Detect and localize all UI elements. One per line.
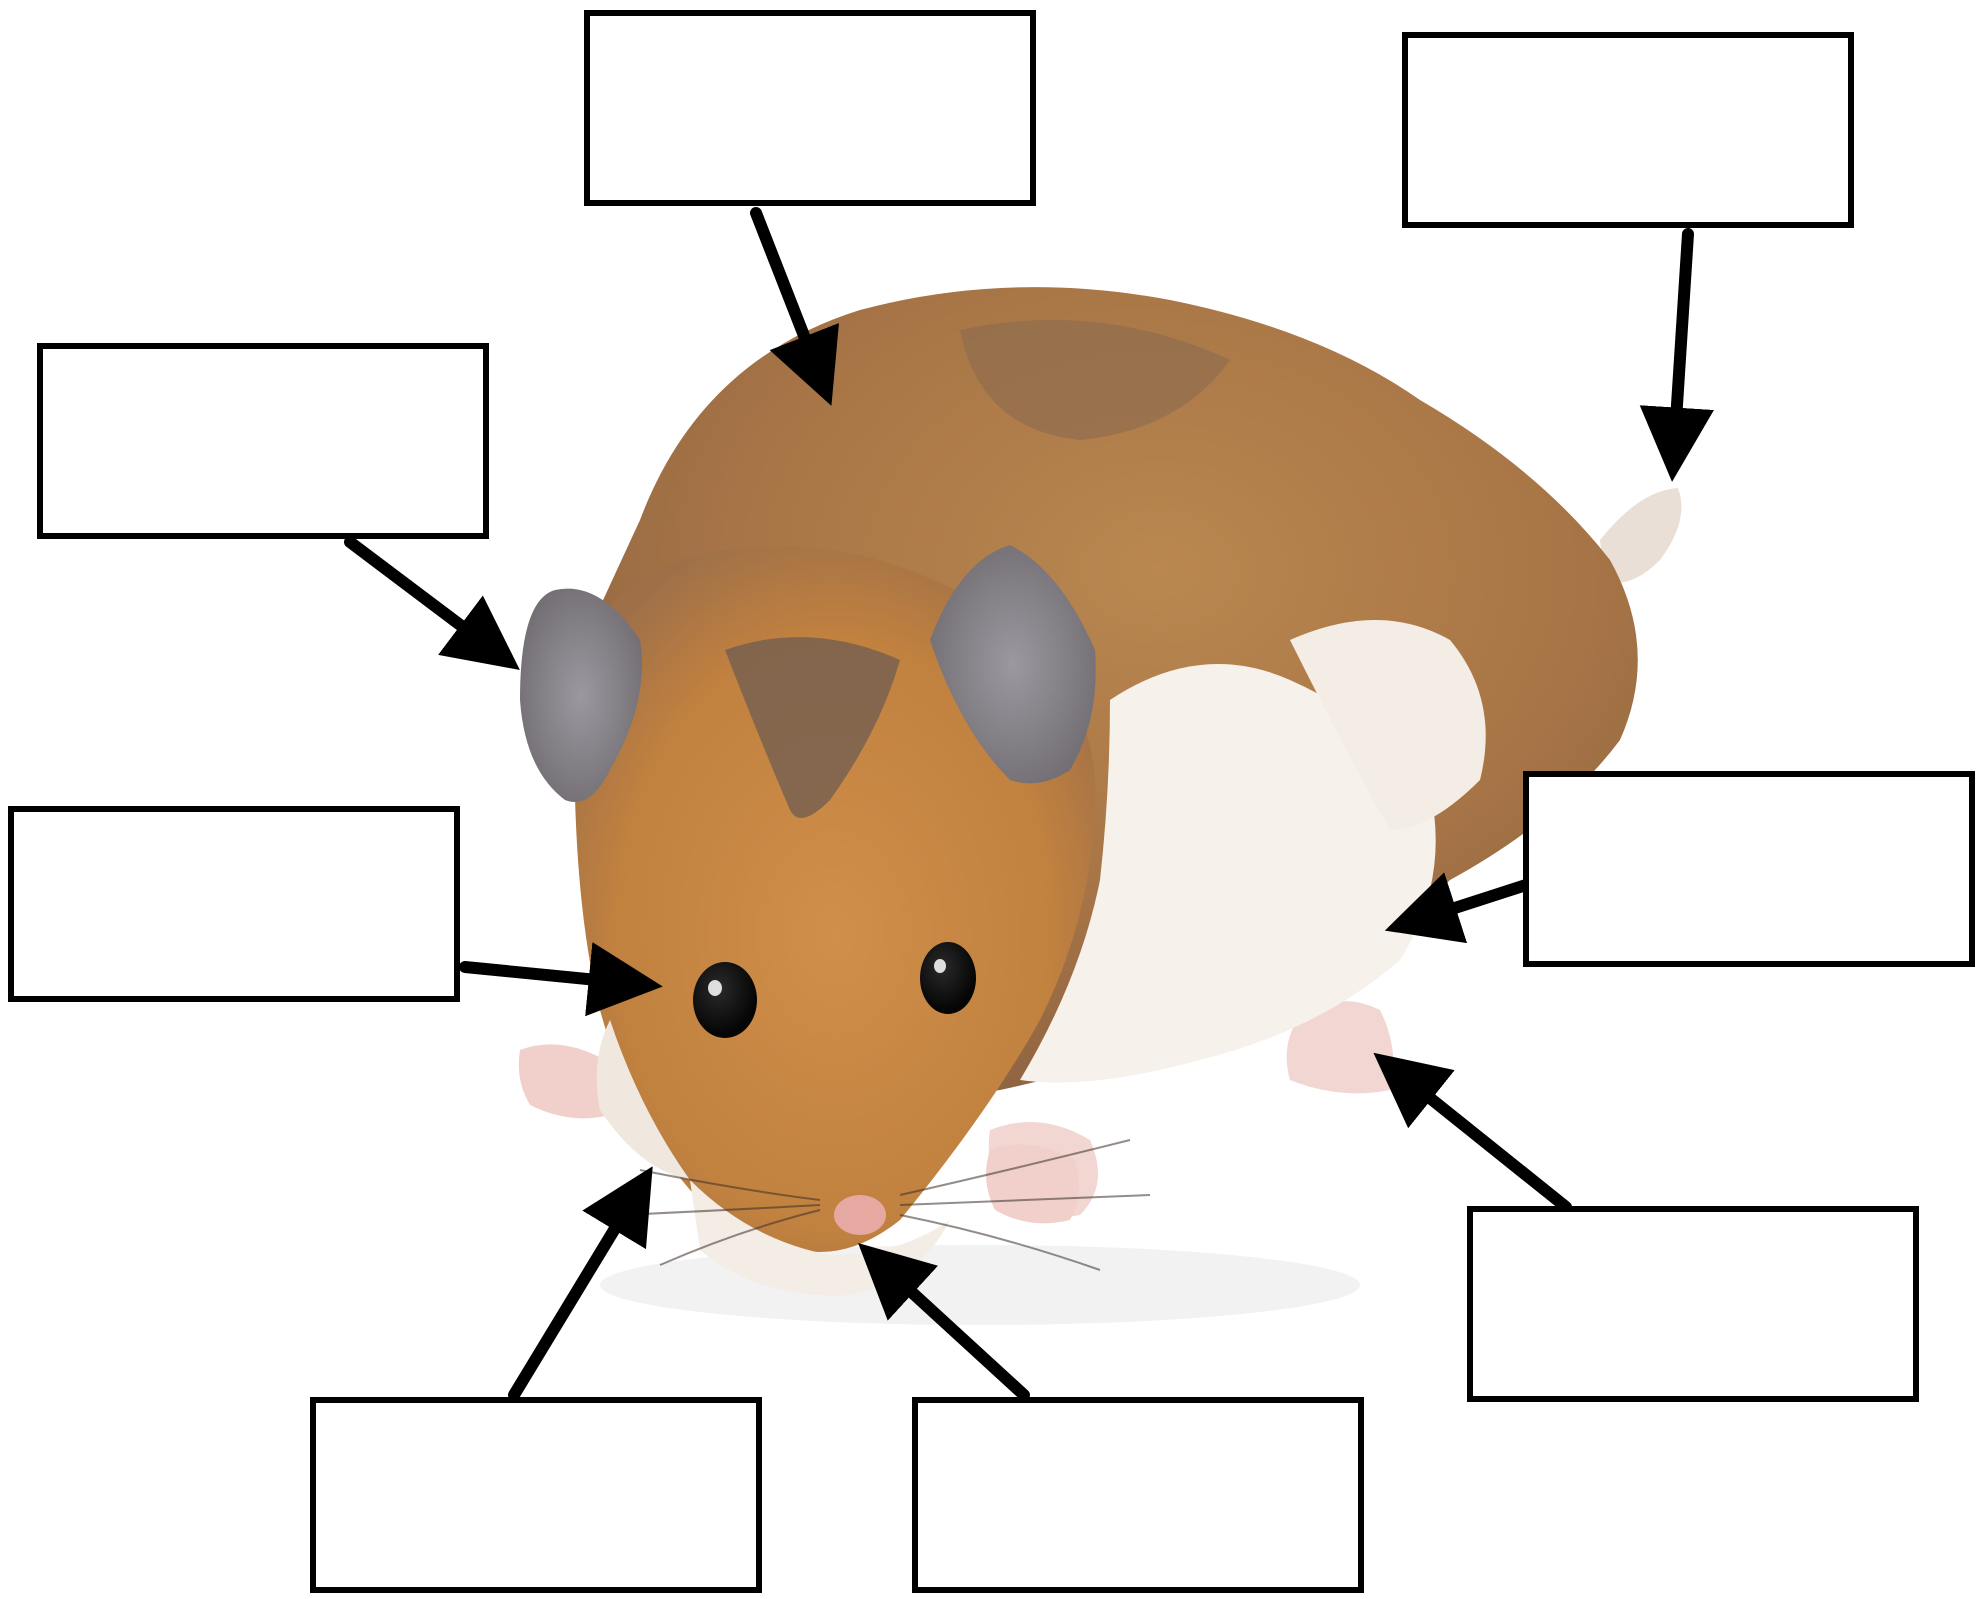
hamster-left-eye <box>693 962 757 1038</box>
hamster-dark-saddle <box>960 320 1230 440</box>
label-box-middle-left[interactable] <box>8 806 460 1002</box>
hamster-head <box>574 546 1096 1252</box>
hamster-nose <box>834 1195 886 1235</box>
hamster-flank-white <box>1290 620 1486 830</box>
hamster-belly <box>1020 664 1436 1083</box>
hamster-forehead-mark <box>725 637 900 818</box>
hamster-right-eye <box>920 942 976 1014</box>
hamster-left-ear <box>520 588 642 802</box>
label-box-lower-right[interactable] <box>1467 1206 1919 1402</box>
label-box-bottom-center[interactable] <box>912 1397 1364 1593</box>
hamster-front-right-paw <box>986 1144 1079 1224</box>
label-box-top-right[interactable] <box>1402 32 1854 228</box>
label-box-bottom-left[interactable] <box>310 1397 762 1593</box>
hamster-front-left-paw <box>518 1044 614 1119</box>
hamster-left-cheek <box>596 1020 690 1180</box>
label-box-top-center[interactable] <box>584 10 1036 206</box>
hamster-left-eye-glint <box>708 980 722 996</box>
hamster-right-eye-glint <box>934 959 946 973</box>
hamster-back-paw <box>1286 1001 1394 1094</box>
hamster-tail <box>1600 488 1682 583</box>
label-box-upper-left[interactable] <box>37 343 489 539</box>
hamster-right-ear <box>930 545 1096 784</box>
label-box-middle-right[interactable] <box>1523 771 1975 967</box>
